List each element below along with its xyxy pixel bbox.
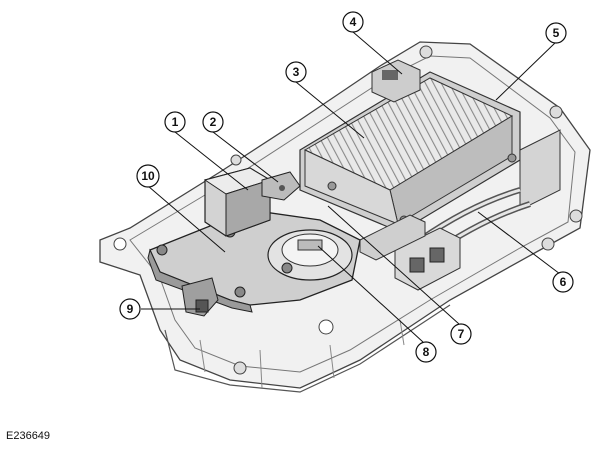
callout-2-label: 2 (210, 115, 217, 129)
callout-8-label: 8 (423, 345, 430, 359)
figure-reference-code: E236649 (6, 430, 51, 442)
callout-1-label: 1 (172, 115, 179, 129)
sensor-housing (203, 167, 272, 237)
callout-5-label: 5 (553, 26, 560, 40)
callout-7-label: 7 (458, 327, 465, 341)
callout-9-label: 9 (127, 302, 134, 316)
callouts: 1 2 3 4 5 6 7 8 (119, 11, 574, 363)
callout-6: 6 (552, 271, 574, 293)
callout-2: 2 (202, 111, 224, 133)
callout-5: 5 (545, 22, 567, 44)
callout-6-label: 6 (560, 275, 567, 289)
callout-8: 8 (415, 341, 437, 363)
callout-10-label: 10 (141, 169, 155, 183)
callout-4: 4 (342, 11, 364, 33)
callout-3-label: 3 (293, 65, 300, 79)
connector-blocks (359, 214, 461, 291)
callout-9: 9 (119, 298, 141, 320)
small-bracket (261, 171, 301, 201)
top-bracket (371, 59, 421, 103)
callout-4-label: 4 (350, 15, 357, 29)
housing (99, 41, 591, 393)
callout-10: 10 (136, 164, 160, 188)
callout-7: 7 (450, 323, 472, 345)
callout-3: 3 (285, 61, 307, 83)
leader-lines (141, 31, 561, 343)
callout-1: 1 (164, 111, 186, 133)
